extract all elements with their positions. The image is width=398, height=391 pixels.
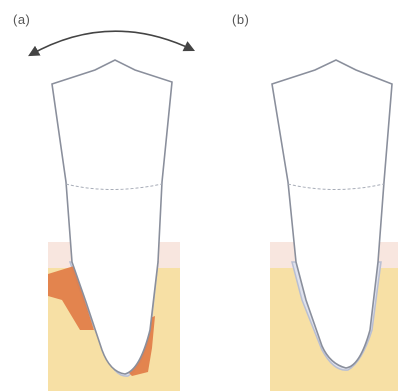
rocking-arrow [30, 31, 193, 55]
panel-b [270, 60, 398, 391]
panel-a [30, 31, 193, 391]
